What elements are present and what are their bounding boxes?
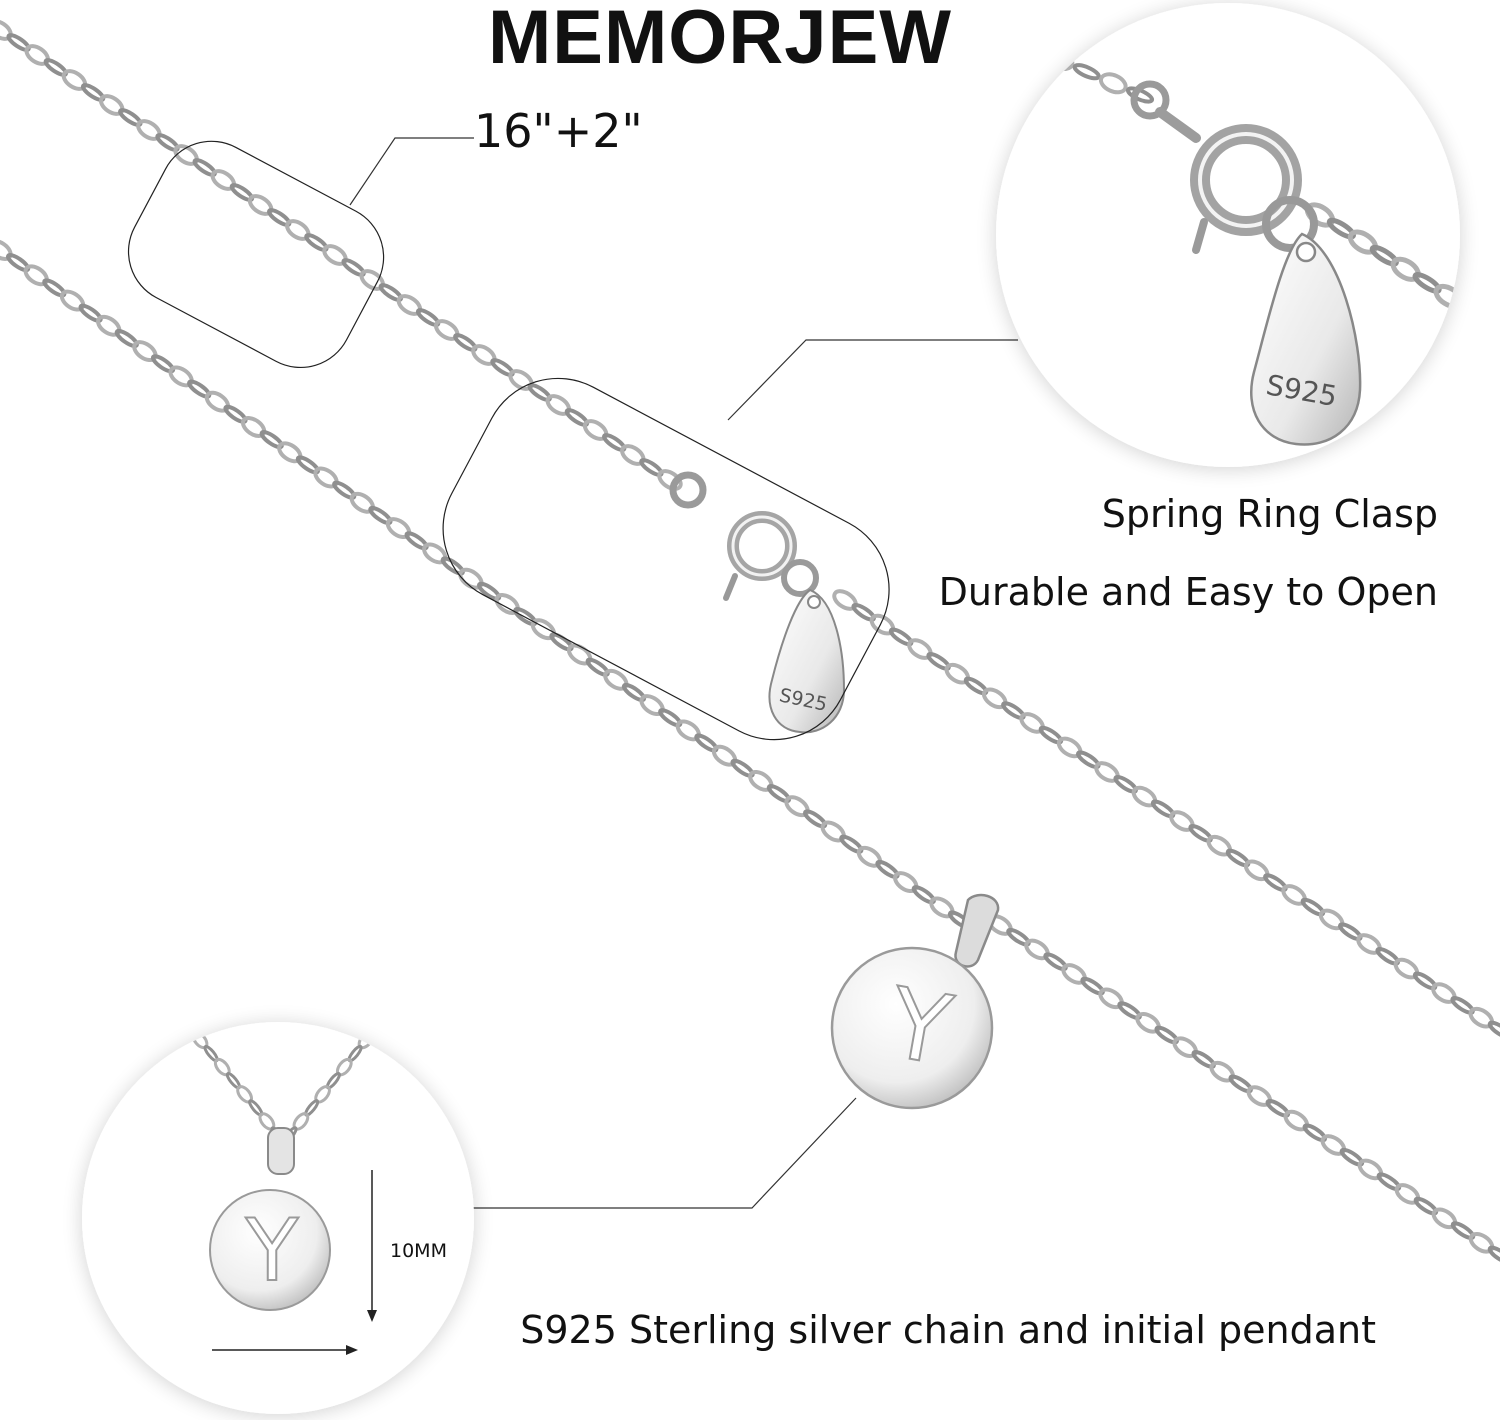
chain-link — [1487, 1245, 1500, 1265]
chain-link — [1487, 1020, 1500, 1040]
upper-chain — [0, 19, 1500, 1040]
clasp-leader — [727, 339, 1018, 421]
clasp-zoom-frame — [442, 377, 890, 741]
pendant-on-chain: Y — [830, 893, 1000, 1110]
chain-length-label: 16"+2" — [474, 104, 643, 158]
material-caption: S925 Sterling silver chain and initial p… — [520, 1308, 1376, 1352]
chain-link — [1412, 272, 1442, 294]
brand-name: MEMORJEW — [488, 0, 952, 80]
pendant-size-label: 10MM — [390, 1240, 447, 1262]
pendant-disc — [830, 946, 994, 1110]
clasp-title: Spring Ring Clasp — [1101, 492, 1438, 536]
size-dimension-lines — [212, 1170, 377, 1355]
clasp-jump-ring — [669, 471, 707, 509]
chain-zoom-frame — [127, 140, 385, 369]
pendant-initial-large: Y — [245, 1201, 299, 1301]
clasp-callout — [442, 339, 1018, 741]
chain-link — [1072, 63, 1101, 81]
lower-chain — [0, 239, 1500, 1265]
pendant-initial: Y — [881, 967, 960, 1088]
chain-link — [1125, 86, 1155, 104]
s925-tag-large — [1250, 232, 1362, 446]
chain-link — [1098, 72, 1128, 95]
pendant-detail-circle: Y — [82, 1022, 474, 1414]
chain-length-leader — [349, 137, 474, 206]
clasp-detail-circle: S925 — [996, 3, 1460, 467]
s925-tag — [768, 588, 846, 734]
chain-link — [657, 469, 683, 491]
clasp-subtitle: Durable and Easy to Open — [938, 570, 1438, 614]
chain-link — [1326, 217, 1356, 240]
chain-link — [1433, 283, 1460, 309]
pendant-bail — [954, 893, 1000, 968]
clasp-on-chain: S925 — [669, 471, 846, 734]
chain-link — [1369, 244, 1399, 267]
pendant-disc-large — [209, 1189, 331, 1311]
chain-link — [1455, 299, 1460, 321]
pendant-leader — [472, 1097, 857, 1209]
chain-length-callout — [127, 137, 474, 369]
